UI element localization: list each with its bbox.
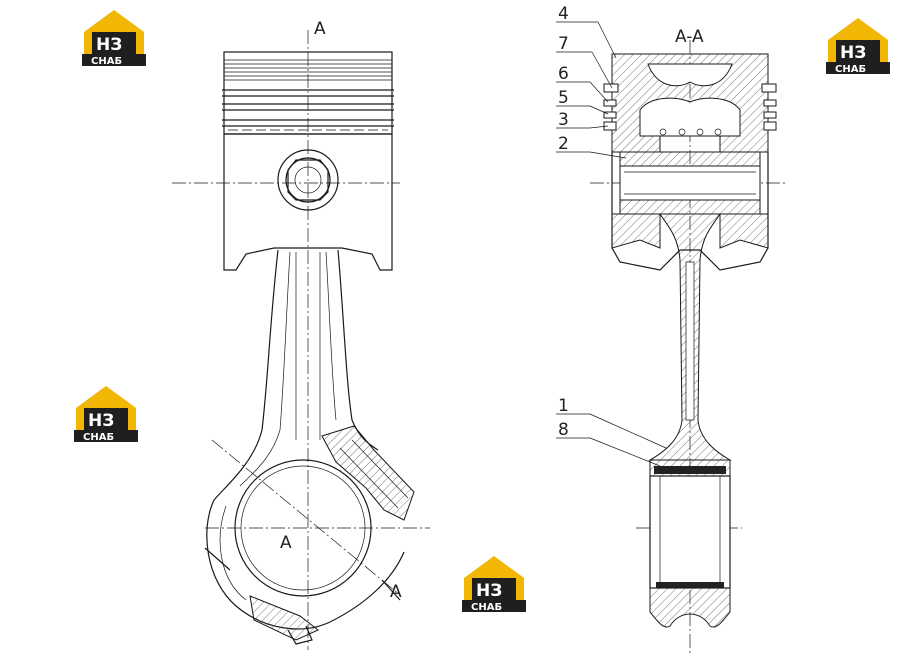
callout-1: 1 [558, 396, 569, 416]
svg-text:НЗ: НЗ [840, 43, 866, 63]
callout-8: 8 [558, 420, 569, 440]
logo-bottom-center: НЗ СНАБ [462, 556, 526, 613]
section-cut-label-right: A [390, 582, 402, 602]
logo-top-left: НЗ СНАБ [82, 10, 146, 67]
svg-text:СНАБ: СНАБ [471, 602, 502, 613]
ring-grooves-section [603, 83, 777, 131]
section-mark-top: A [314, 19, 326, 39]
svg-text:СНАБ: СНАБ [83, 432, 114, 443]
callout-6: 6 [558, 64, 569, 84]
callout-2: 2 [558, 134, 569, 154]
section-cut-label-left: A [280, 533, 292, 553]
logo-middle-left: НЗ СНАБ [74, 386, 138, 443]
piston-ring-grooves [222, 59, 394, 131]
logo-top-right: НЗ СНАБ [826, 18, 890, 75]
callout-5: 5 [558, 88, 569, 108]
section-title: A-A [675, 27, 704, 47]
callout-leaders [556, 21, 667, 467]
svg-text:СНАБ: СНАБ [91, 56, 122, 67]
section-view [590, 40, 785, 655]
callout-numbers: 4 7 6 5 3 2 1 8 [558, 4, 569, 440]
svg-text:НЗ: НЗ [88, 411, 114, 431]
callout-4: 4 [558, 4, 569, 24]
callout-7: 7 [558, 34, 569, 54]
svg-text:НЗ: НЗ [96, 35, 122, 55]
svg-text:НЗ: НЗ [476, 581, 502, 601]
front-view [172, 30, 430, 650]
callout-3: 3 [558, 110, 569, 130]
svg-text:СНАБ: СНАБ [835, 64, 866, 75]
